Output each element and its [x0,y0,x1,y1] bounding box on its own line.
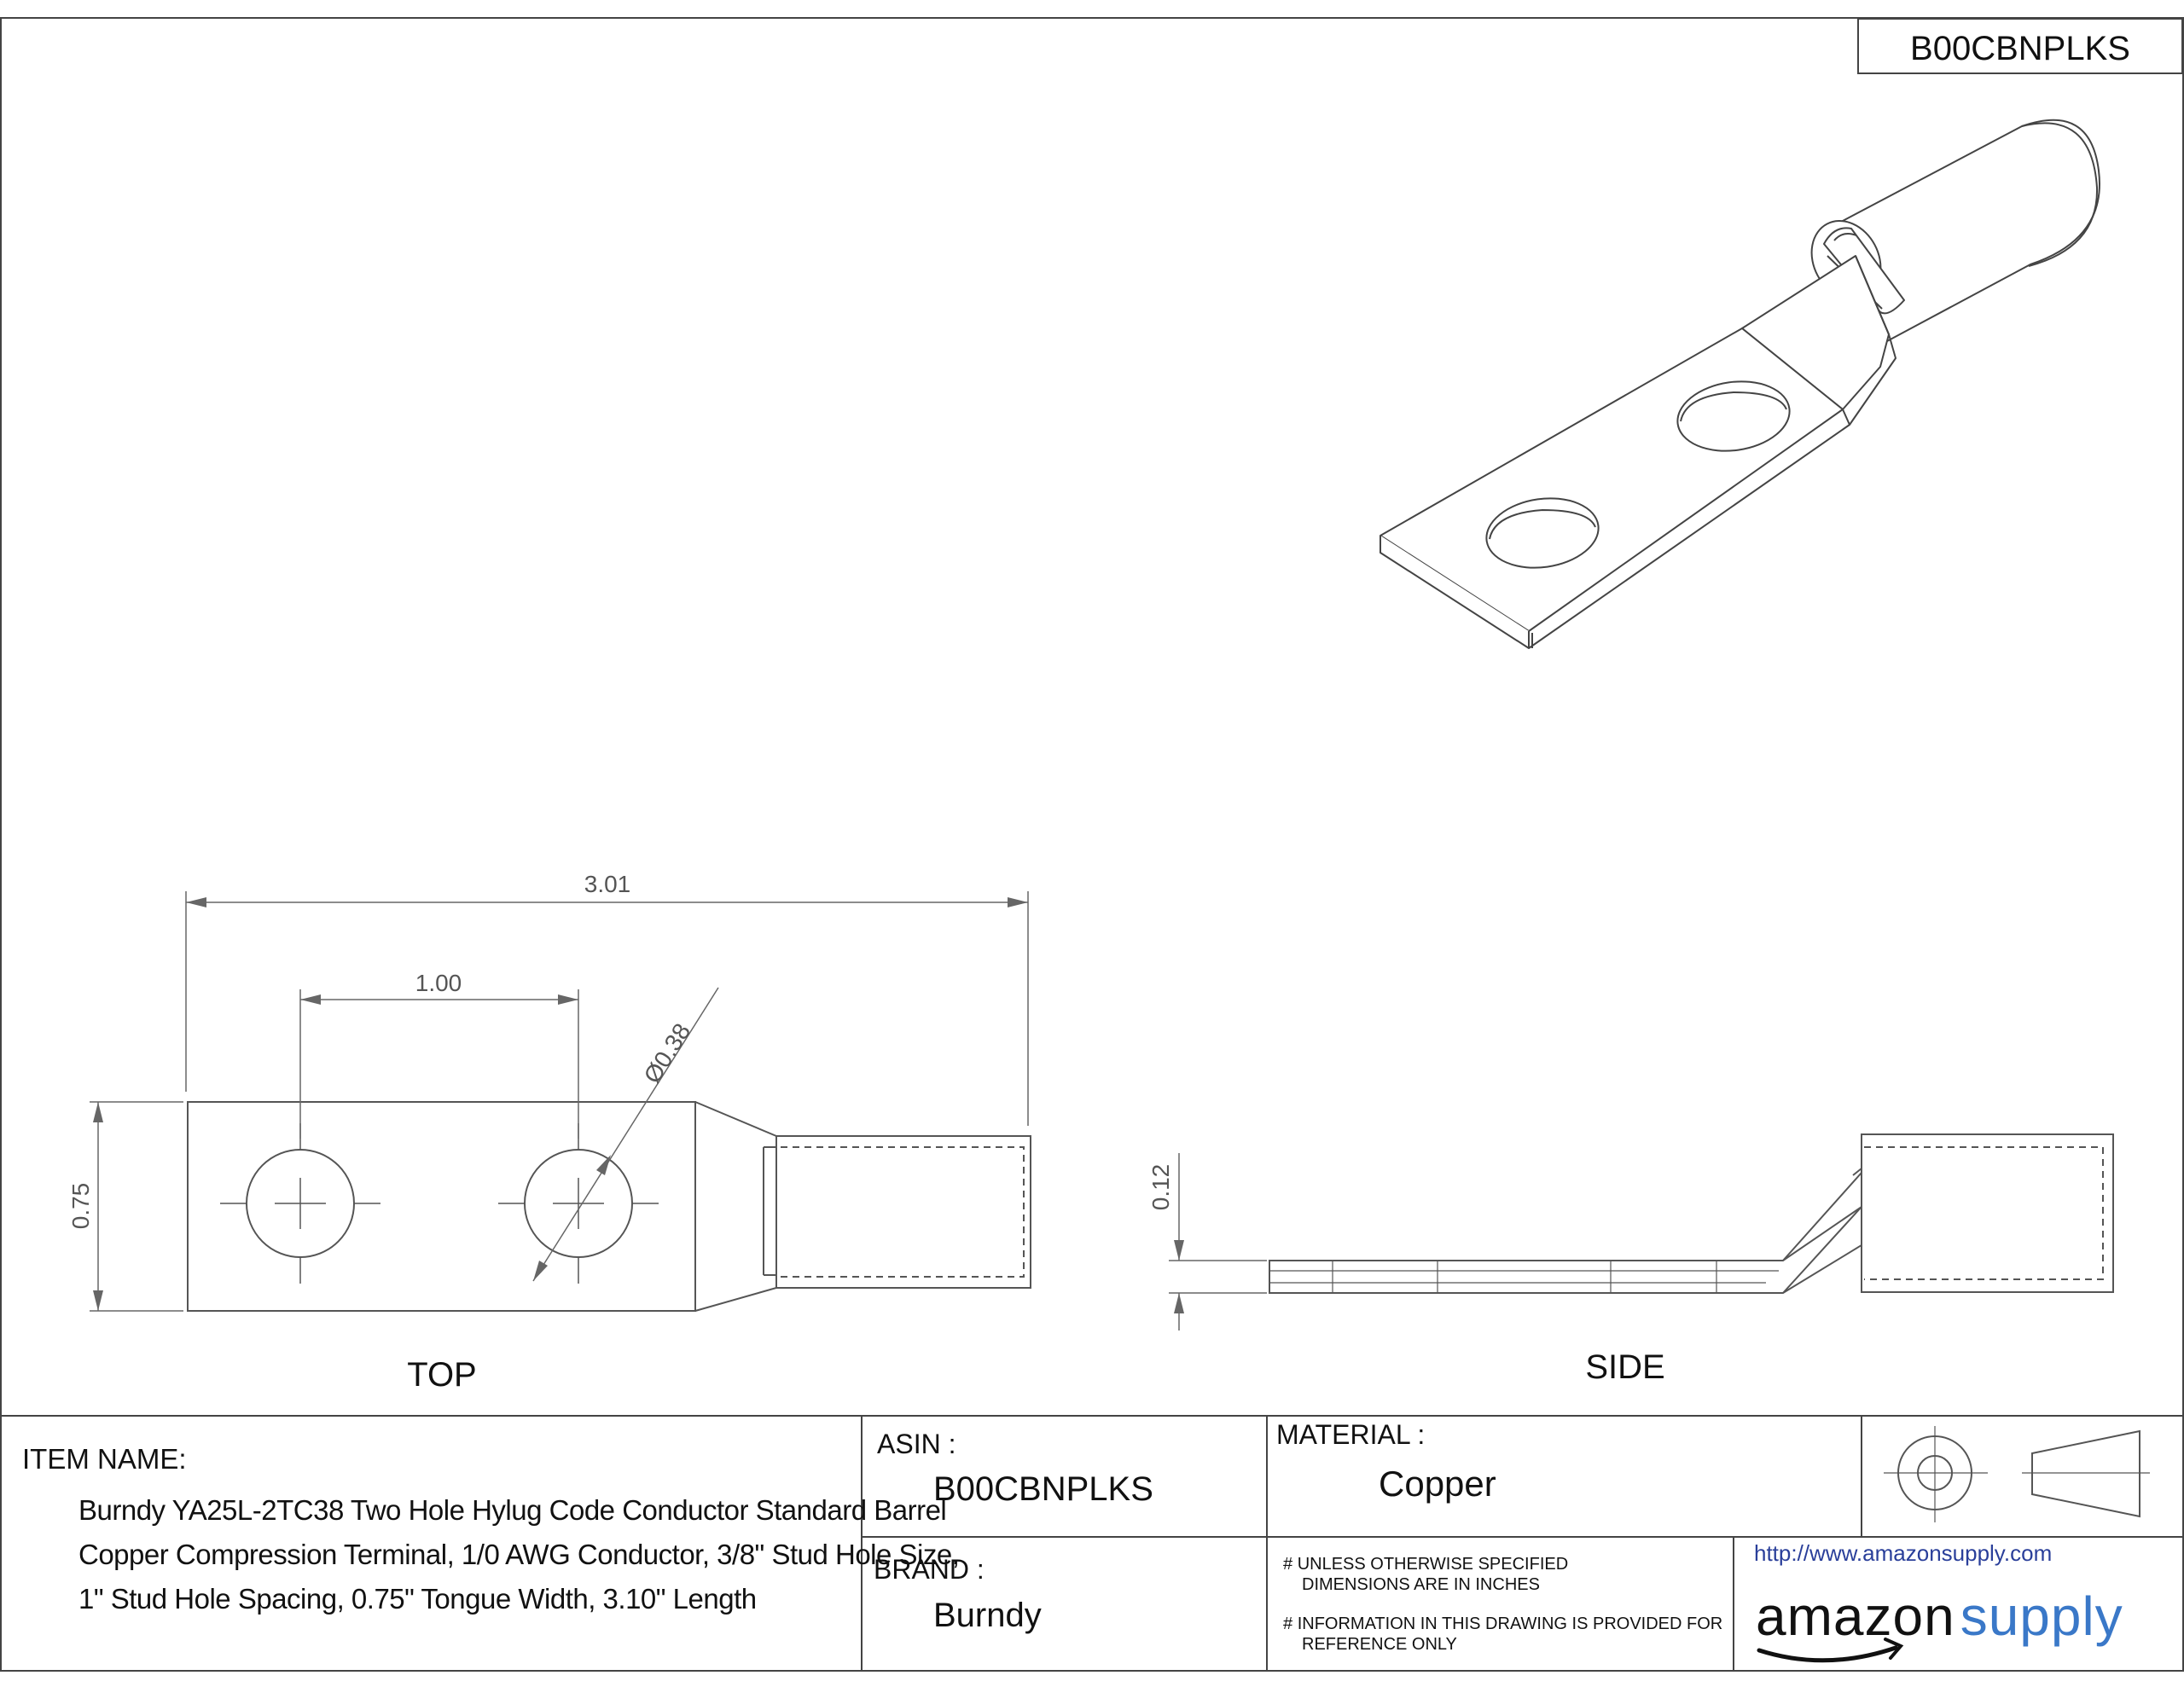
logo-amazon-text: amazon [1756,1586,1955,1647]
top-view-label: TOP [407,1356,477,1394]
note-line: UNLESS OTHERWISE SPECIFIED [1297,1555,1569,1574]
top-view: 3.01 1.00 Ø0.38 0.75 TOP [67,871,1031,1394]
third-angle-projection-icon [1884,1426,2150,1522]
dim-hole-diameter: Ø0.38 [639,1018,696,1087]
amazon-smile-arrowhead-icon [1884,1638,1904,1660]
sheet-border [0,17,2184,1672]
note-prefix: # [1283,1615,1293,1633]
item-name-line: 1" Stud Hole Spacing, 0.75" Tongue Width… [78,1583,757,1615]
asin-label: ASIN : [877,1429,956,1459]
note-units: # UNLESS OTHERWISE SPECIFIED DIMENSIONS … [1283,1554,1568,1595]
side-view-label: SIDE [1585,1348,1664,1386]
drawing-id: B00CBNPLKS [1910,30,2130,67]
item-name-block: Burndy YA25L-2TC38 Two Hole Hylug Code C… [78,1488,960,1621]
isometric-view [1380,119,2100,649]
drawing-id-box: B00CBNPLKS [1857,18,2183,74]
dim-hole-spacing: 1.00 [415,970,462,996]
note-line: REFERENCE ONLY [1302,1635,1457,1654]
item-name-line: Burndy YA25L-2TC38 Two Hole Hylug Code C… [78,1494,947,1526]
website-link[interactable]: http://www.amazonsupply.com [1754,1540,2053,1566]
asin-value: B00CBNPLKS [933,1470,1153,1508]
material-value: Copper [1379,1464,1496,1504]
note-line: DIMENSIONS ARE IN INCHES [1302,1575,1540,1594]
amazon-smile-icon [1757,1645,1898,1663]
title-block [1,1415,2183,1671]
note-prefix: # [1283,1555,1293,1574]
brand-label: BRAND : [874,1554,985,1585]
note-line: INFORMATION IN THIS DRAWING IS PROVIDED … [1297,1615,1723,1633]
dim-overall-length: 3.01 [584,871,631,897]
item-name-label: ITEM NAME: [22,1443,187,1475]
top-tongue-outline [187,1101,696,1312]
dim-thickness: 0.12 [1147,1164,1174,1211]
brand-value: Burndy [933,1597,1042,1634]
dim-tongue-width: 0.75 [67,1183,94,1230]
side-view: 0.12 SIDE [1147,1133,2114,1386]
note-reference: # INFORMATION IN THIS DRAWING IS PROVIDE… [1283,1614,1722,1655]
logo-supply-text: supply [1960,1586,2123,1647]
amazon-supply-logo: amazonsupply [1756,1586,2123,1646]
item-name-line: Copper Compression Terminal, 1/0 AWG Con… [78,1539,960,1570]
material-label: MATERIAL : [1276,1419,1426,1450]
